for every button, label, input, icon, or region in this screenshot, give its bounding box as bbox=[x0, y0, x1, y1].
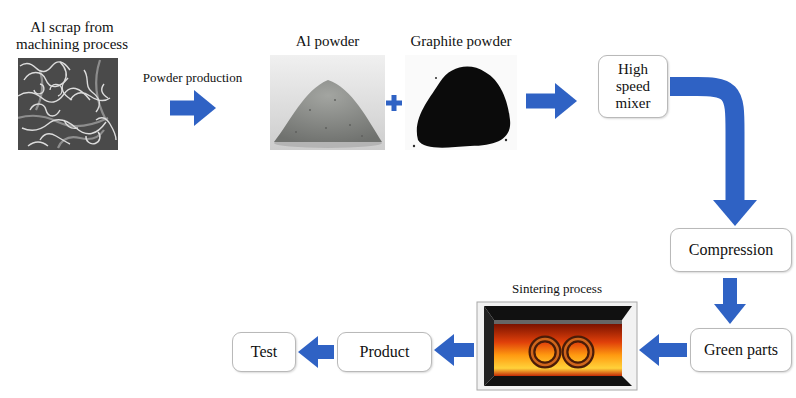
box-label: Test bbox=[251, 343, 277, 361]
powder-ground bbox=[270, 55, 385, 150]
scrap-chip bbox=[22, 120, 106, 134]
powder-grain bbox=[349, 124, 351, 126]
powder-grain bbox=[295, 131, 297, 133]
heating-coil bbox=[565, 339, 591, 365]
flow-arrow bbox=[670, 87, 735, 201]
heating-coil bbox=[532, 339, 558, 365]
graphite-speck bbox=[413, 145, 415, 147]
powder-grain bbox=[361, 135, 363, 137]
graphite-specks bbox=[413, 77, 507, 147]
scrap-chip bbox=[60, 62, 72, 100]
graphite-pile bbox=[417, 67, 510, 148]
image-heading: Al scrap from machining process bbox=[7, 19, 137, 54]
scrap-chip bbox=[102, 84, 108, 98]
flow-arrow bbox=[454, 343, 474, 357]
heating-coil bbox=[565, 339, 591, 365]
process-box: High speed mixer bbox=[598, 55, 668, 118]
scrap-ground bbox=[18, 58, 118, 150]
image-panel: Graphite powder bbox=[405, 55, 517, 150]
scrap-chip bbox=[24, 73, 68, 87]
furnace-frame bbox=[477, 302, 637, 390]
graphite-speck bbox=[435, 77, 437, 79]
scrap-chip bbox=[30, 104, 60, 116]
flow-arrow bbox=[170, 101, 194, 116]
box-label: Compression bbox=[689, 241, 773, 259]
process-box: Compression bbox=[670, 228, 792, 272]
process-box: Product bbox=[337, 332, 432, 372]
powder-grain bbox=[325, 127, 327, 129]
scrap-chip bbox=[58, 130, 104, 148]
powder-grain bbox=[334, 99, 336, 101]
scrap-chip bbox=[40, 134, 70, 144]
scrap-chip bbox=[96, 118, 116, 140]
scrap-chip bbox=[84, 70, 99, 112]
furnace-side bbox=[484, 306, 494, 386]
plus-sign bbox=[386, 95, 402, 111]
box-label: Product bbox=[360, 343, 410, 361]
powder-pile bbox=[274, 80, 382, 142]
furnace-top bbox=[484, 306, 632, 320]
scrap-chip bbox=[86, 132, 100, 144]
scrap-chip bbox=[34, 84, 44, 94]
scrap-chips bbox=[18, 60, 116, 148]
flow-arrow bbox=[526, 94, 555, 109]
scrap-chip bbox=[18, 88, 90, 102]
flow-arrow bbox=[723, 278, 737, 304]
scrap-chip bbox=[50, 84, 62, 96]
image-heading: Sintering process bbox=[512, 282, 602, 297]
box-label: Green parts bbox=[704, 341, 778, 359]
scrap-chip bbox=[28, 142, 48, 146]
scrap-chip bbox=[64, 120, 78, 128]
process-box: Green parts bbox=[690, 328, 792, 372]
powder-grains bbox=[295, 99, 363, 137]
image-heading: Graphite powder bbox=[410, 33, 511, 50]
furnace-image bbox=[477, 302, 637, 390]
heating-coil bbox=[532, 339, 558, 365]
process-box: Test bbox=[232, 332, 296, 372]
furnace-heat bbox=[494, 324, 622, 376]
flow-arrow bbox=[659, 343, 687, 357]
edge-label: Powder production bbox=[141, 71, 244, 86]
scrap-image bbox=[18, 58, 118, 150]
flow-arrow bbox=[318, 345, 334, 359]
furnace-top-face bbox=[494, 320, 622, 324]
scrap-chip bbox=[20, 62, 70, 72]
image-panel: Al scrap from machining process bbox=[18, 58, 118, 150]
image-heading: Al powder bbox=[296, 33, 360, 50]
image-panel: Al powder bbox=[270, 55, 385, 150]
image-panel: Sintering process bbox=[477, 302, 637, 390]
powder-grain bbox=[309, 109, 311, 111]
graphite-speck bbox=[505, 139, 507, 141]
furnace-bottom bbox=[484, 376, 632, 386]
plus-bar bbox=[392, 95, 397, 111]
graphite-image bbox=[405, 55, 517, 150]
al-powder-image bbox=[270, 55, 385, 150]
box-label: High speed mixer bbox=[607, 61, 659, 113]
graphite-ground bbox=[405, 55, 517, 150]
